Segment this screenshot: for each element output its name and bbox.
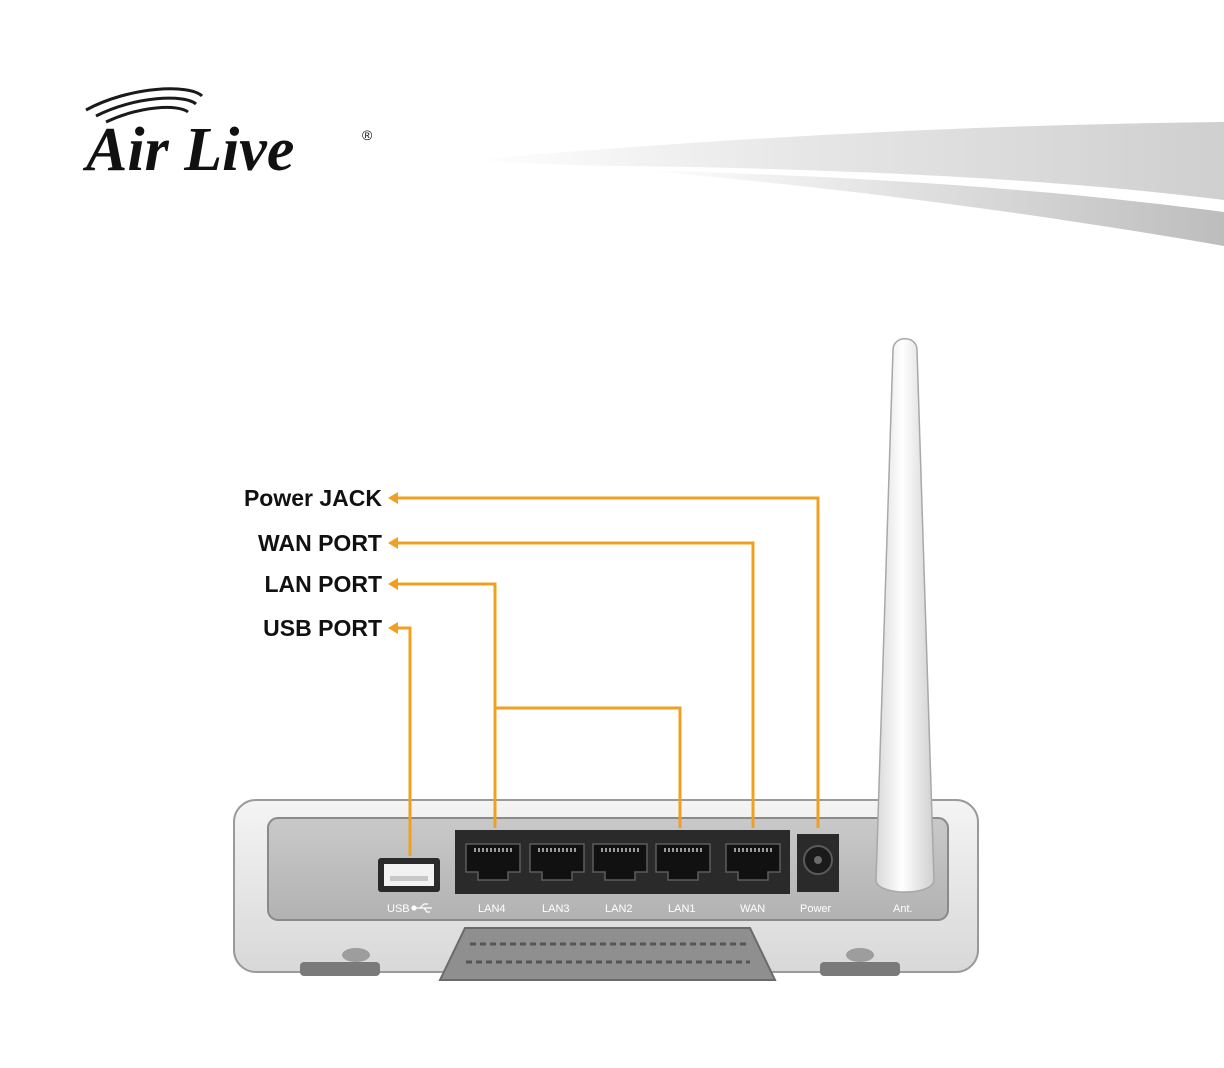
usb-port-label: USB xyxy=(387,903,410,915)
lan-port-leader xyxy=(398,584,495,828)
wan-port-label: WAN xyxy=(740,903,765,915)
lan3-port-label: LAN3 xyxy=(542,903,570,915)
power-jack-arrow xyxy=(388,492,398,504)
power-jack xyxy=(797,834,839,892)
power-port-label: Power xyxy=(800,903,832,915)
wan-port-callout: WAN PORT xyxy=(162,530,382,557)
lan1-port-label: LAN1 xyxy=(668,903,696,915)
lan-port-arrow xyxy=(388,578,398,590)
lan-port-callout: LAN PORT xyxy=(162,571,382,598)
power-jack-leader xyxy=(398,498,818,828)
antenna-port-label: Ant. xyxy=(893,903,913,915)
usb-port xyxy=(378,858,440,892)
usb-port-arrow xyxy=(388,622,398,634)
callout-arrowheads xyxy=(388,492,398,634)
lan4-port-label: LAN4 xyxy=(478,903,506,915)
wan-port-arrow xyxy=(388,537,398,549)
usb-port-callout: USB PORT xyxy=(162,615,382,642)
lan2-port-label: LAN2 xyxy=(605,903,633,915)
antenna xyxy=(876,339,934,892)
wan-port-leader xyxy=(398,543,753,828)
power-jack-callout: Power JACK xyxy=(162,485,382,512)
